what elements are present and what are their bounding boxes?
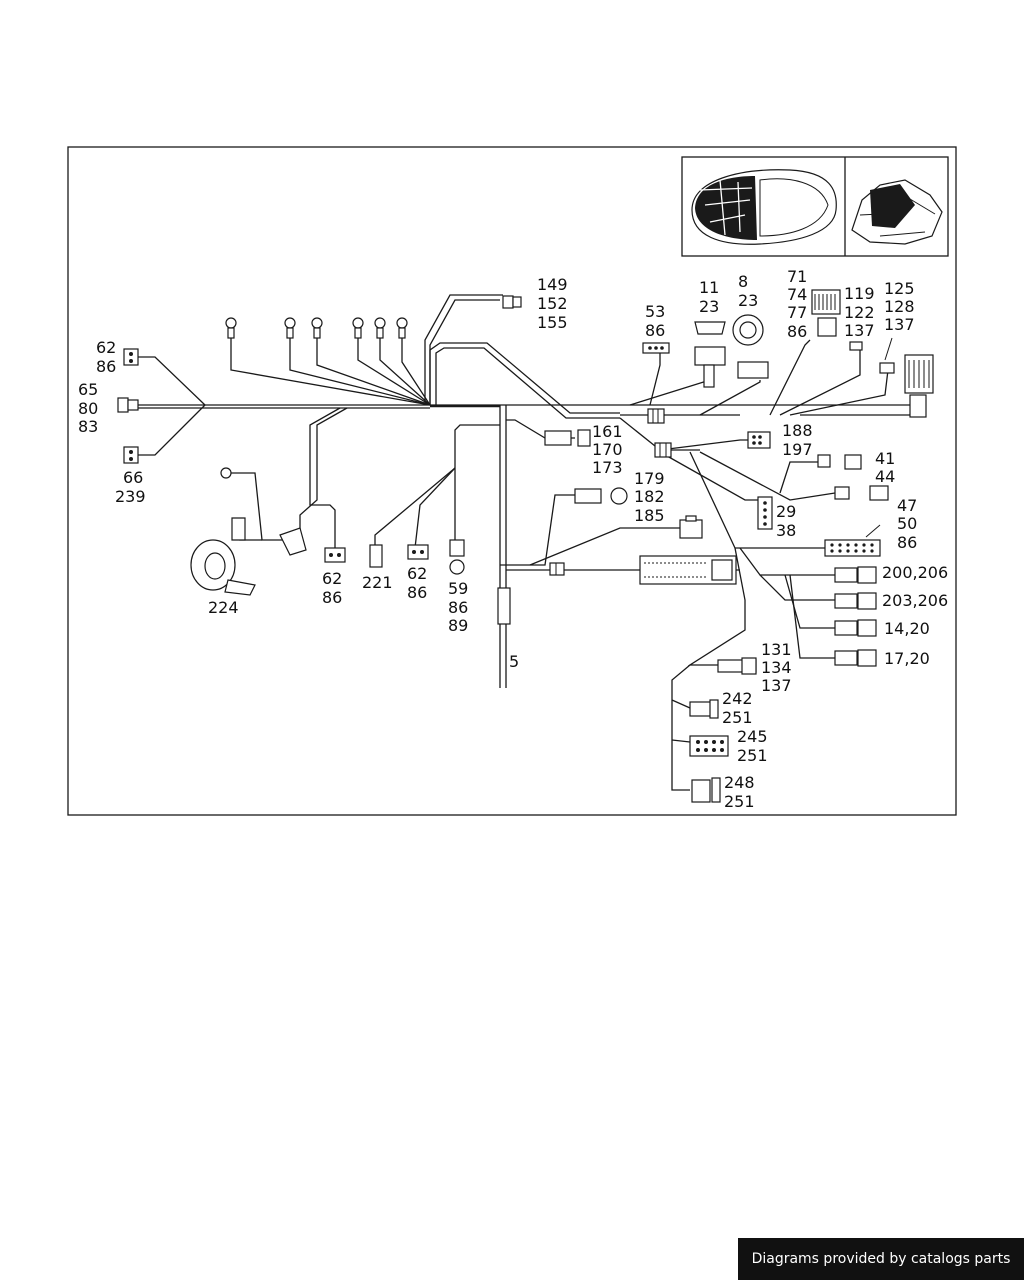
ring-terminals <box>220 317 408 479</box>
car-overview-thumbnail <box>691 169 837 245</box>
callout-17-20: 17,20 <box>884 649 930 668</box>
callout-14-20: 14,20 <box>884 619 930 638</box>
connectors <box>117 289 934 803</box>
watermark-banner: Diagrams provided by catalogs parts <box>738 1238 1024 1280</box>
harness-wires <box>138 294 920 791</box>
leader-lines <box>865 337 893 538</box>
horn-part <box>190 517 307 596</box>
callout-5: 5 <box>509 652 519 671</box>
inset-panel <box>681 156 949 257</box>
engine-thumbnail <box>851 179 943 245</box>
callout-224: 224 <box>208 598 239 617</box>
callout-200-206: 200,206 <box>882 563 948 582</box>
harness-clips <box>497 408 672 625</box>
callout-221: 221 <box>362 573 393 592</box>
diagram-frame <box>67 146 957 816</box>
callout-203-206: 203,206 <box>882 591 948 610</box>
